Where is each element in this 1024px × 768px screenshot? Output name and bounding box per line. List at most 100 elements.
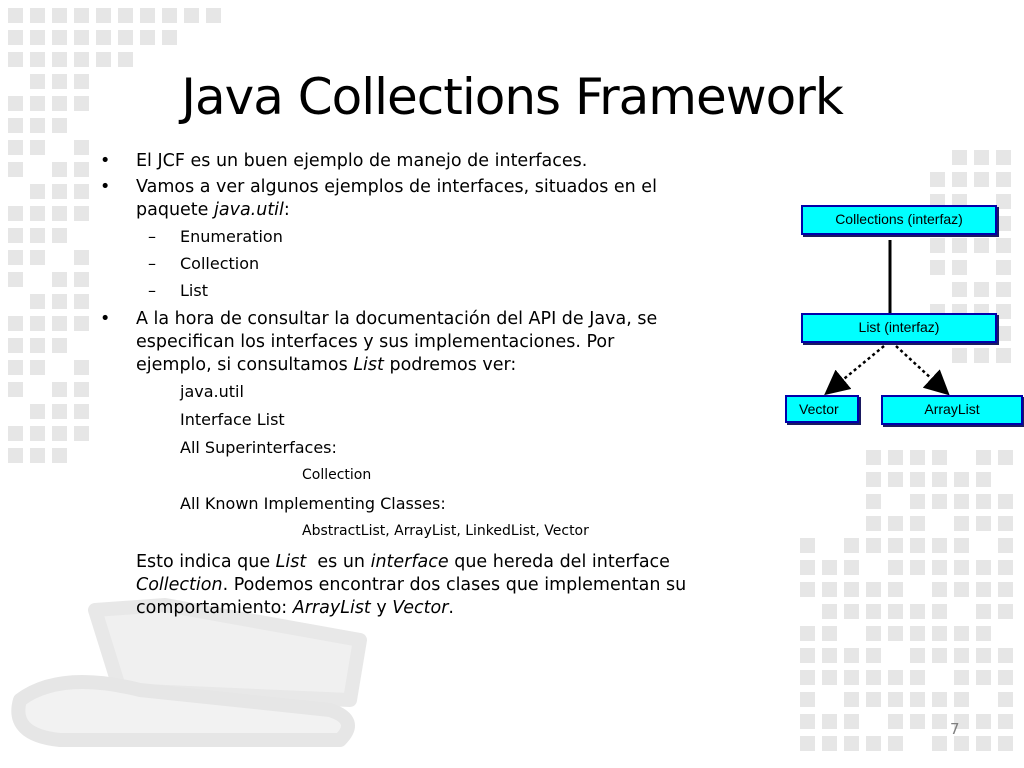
decor-square bbox=[30, 294, 45, 309]
bullet-item: • Vamos a ver algunos ejemplos de interf… bbox=[100, 176, 790, 222]
decor-square bbox=[844, 582, 859, 597]
decor-square bbox=[974, 238, 989, 253]
decor-square bbox=[888, 538, 903, 553]
para-italic: interface bbox=[370, 552, 449, 572]
page-number: 7 bbox=[950, 720, 960, 738]
decor-square bbox=[888, 582, 903, 597]
bullet-text: especifican los interfaces y sus impleme… bbox=[136, 332, 615, 352]
decor-square bbox=[844, 670, 859, 685]
decor-square bbox=[8, 30, 23, 45]
decor-square bbox=[74, 140, 89, 155]
decor-square bbox=[800, 560, 815, 575]
bullet-text: A la hora de consultar la documentación … bbox=[136, 309, 658, 329]
decor-square bbox=[866, 494, 881, 509]
bullet-text: Vamos a ver algunos ejemplos de interfac… bbox=[136, 177, 657, 197]
decor-square bbox=[30, 206, 45, 221]
decor-square bbox=[30, 316, 45, 331]
decor-square bbox=[866, 516, 881, 531]
decor-square bbox=[996, 348, 1011, 363]
decor-square bbox=[30, 228, 45, 243]
decor-square bbox=[74, 294, 89, 309]
vector-class-box: Vector bbox=[785, 395, 859, 423]
decor-square bbox=[932, 494, 947, 509]
decor-square bbox=[976, 626, 991, 641]
decor-square bbox=[30, 118, 45, 133]
decor-square bbox=[996, 260, 1011, 275]
decor-square bbox=[954, 538, 969, 553]
bullet-icon: • bbox=[100, 177, 111, 197]
decor-square bbox=[74, 426, 89, 441]
decor-square bbox=[910, 538, 925, 553]
decor-square bbox=[996, 304, 1011, 319]
dash-icon: – bbox=[148, 281, 156, 300]
decor-square bbox=[30, 52, 45, 67]
decor-square bbox=[932, 472, 947, 487]
doc-package: java.util bbox=[180, 382, 244, 401]
decor-square bbox=[118, 30, 133, 45]
decor-square bbox=[888, 560, 903, 575]
decor-square bbox=[954, 516, 969, 531]
decor-square bbox=[976, 450, 991, 465]
para-text: es un bbox=[306, 552, 371, 572]
arraylist-class-box: ArrayList bbox=[881, 395, 1023, 425]
decor-square bbox=[888, 450, 903, 465]
decor-square bbox=[8, 118, 23, 133]
decor-square bbox=[52, 8, 67, 23]
decor-square bbox=[910, 560, 925, 575]
decor-square bbox=[932, 626, 947, 641]
decor-square bbox=[888, 714, 903, 729]
decor-square bbox=[954, 648, 969, 663]
decor-square bbox=[998, 538, 1013, 553]
decor-square bbox=[184, 8, 199, 23]
decor-square bbox=[30, 30, 45, 45]
decor-square bbox=[844, 538, 859, 553]
decor-square bbox=[866, 626, 881, 641]
decor-square bbox=[52, 448, 67, 463]
list-term: List bbox=[353, 355, 384, 375]
decor-square bbox=[888, 692, 903, 707]
decor-square bbox=[52, 382, 67, 397]
decor-square bbox=[140, 30, 155, 45]
decor-square bbox=[888, 516, 903, 531]
bullet-icon: • bbox=[100, 309, 111, 329]
decor-square bbox=[8, 448, 23, 463]
decor-square bbox=[800, 626, 815, 641]
decor-square bbox=[976, 736, 991, 751]
decor-square bbox=[822, 604, 837, 619]
decor-square bbox=[74, 250, 89, 265]
decor-squares bbox=[8, 8, 1013, 751]
decor-square bbox=[952, 172, 967, 187]
sub-item-text: Enumeration bbox=[180, 227, 283, 246]
para-italic: Collection bbox=[136, 575, 223, 595]
bullet-text: : bbox=[283, 200, 290, 220]
decor-square bbox=[30, 426, 45, 441]
decor-square bbox=[822, 670, 837, 685]
para-text: . Podemos encontrar dos clases que imple… bbox=[222, 575, 687, 595]
decor-square bbox=[866, 604, 881, 619]
decor-square bbox=[8, 382, 23, 397]
decor-square bbox=[952, 238, 967, 253]
dash-icon: – bbox=[148, 227, 156, 246]
decor-square bbox=[932, 582, 947, 597]
decor-square bbox=[866, 736, 881, 751]
decor-square bbox=[30, 360, 45, 375]
decor-square bbox=[74, 206, 89, 221]
decor-square bbox=[822, 626, 837, 641]
decor-square bbox=[800, 582, 815, 597]
decor-square bbox=[932, 714, 947, 729]
decor-square bbox=[52, 162, 67, 177]
decor-square bbox=[888, 736, 903, 751]
doc-interface: Interface List bbox=[180, 410, 285, 429]
decor-square bbox=[8, 316, 23, 331]
decor-square bbox=[998, 560, 1013, 575]
decor-square bbox=[52, 30, 67, 45]
decor-square bbox=[998, 450, 1013, 465]
bullet-text: podremos ver: bbox=[383, 355, 517, 375]
bullet-item: • A la hora de consultar la documentació… bbox=[100, 308, 790, 377]
decor-square bbox=[954, 626, 969, 641]
decor-square bbox=[96, 30, 111, 45]
decor-square bbox=[52, 52, 67, 67]
decor-square bbox=[8, 8, 23, 23]
decor-square bbox=[8, 338, 23, 353]
